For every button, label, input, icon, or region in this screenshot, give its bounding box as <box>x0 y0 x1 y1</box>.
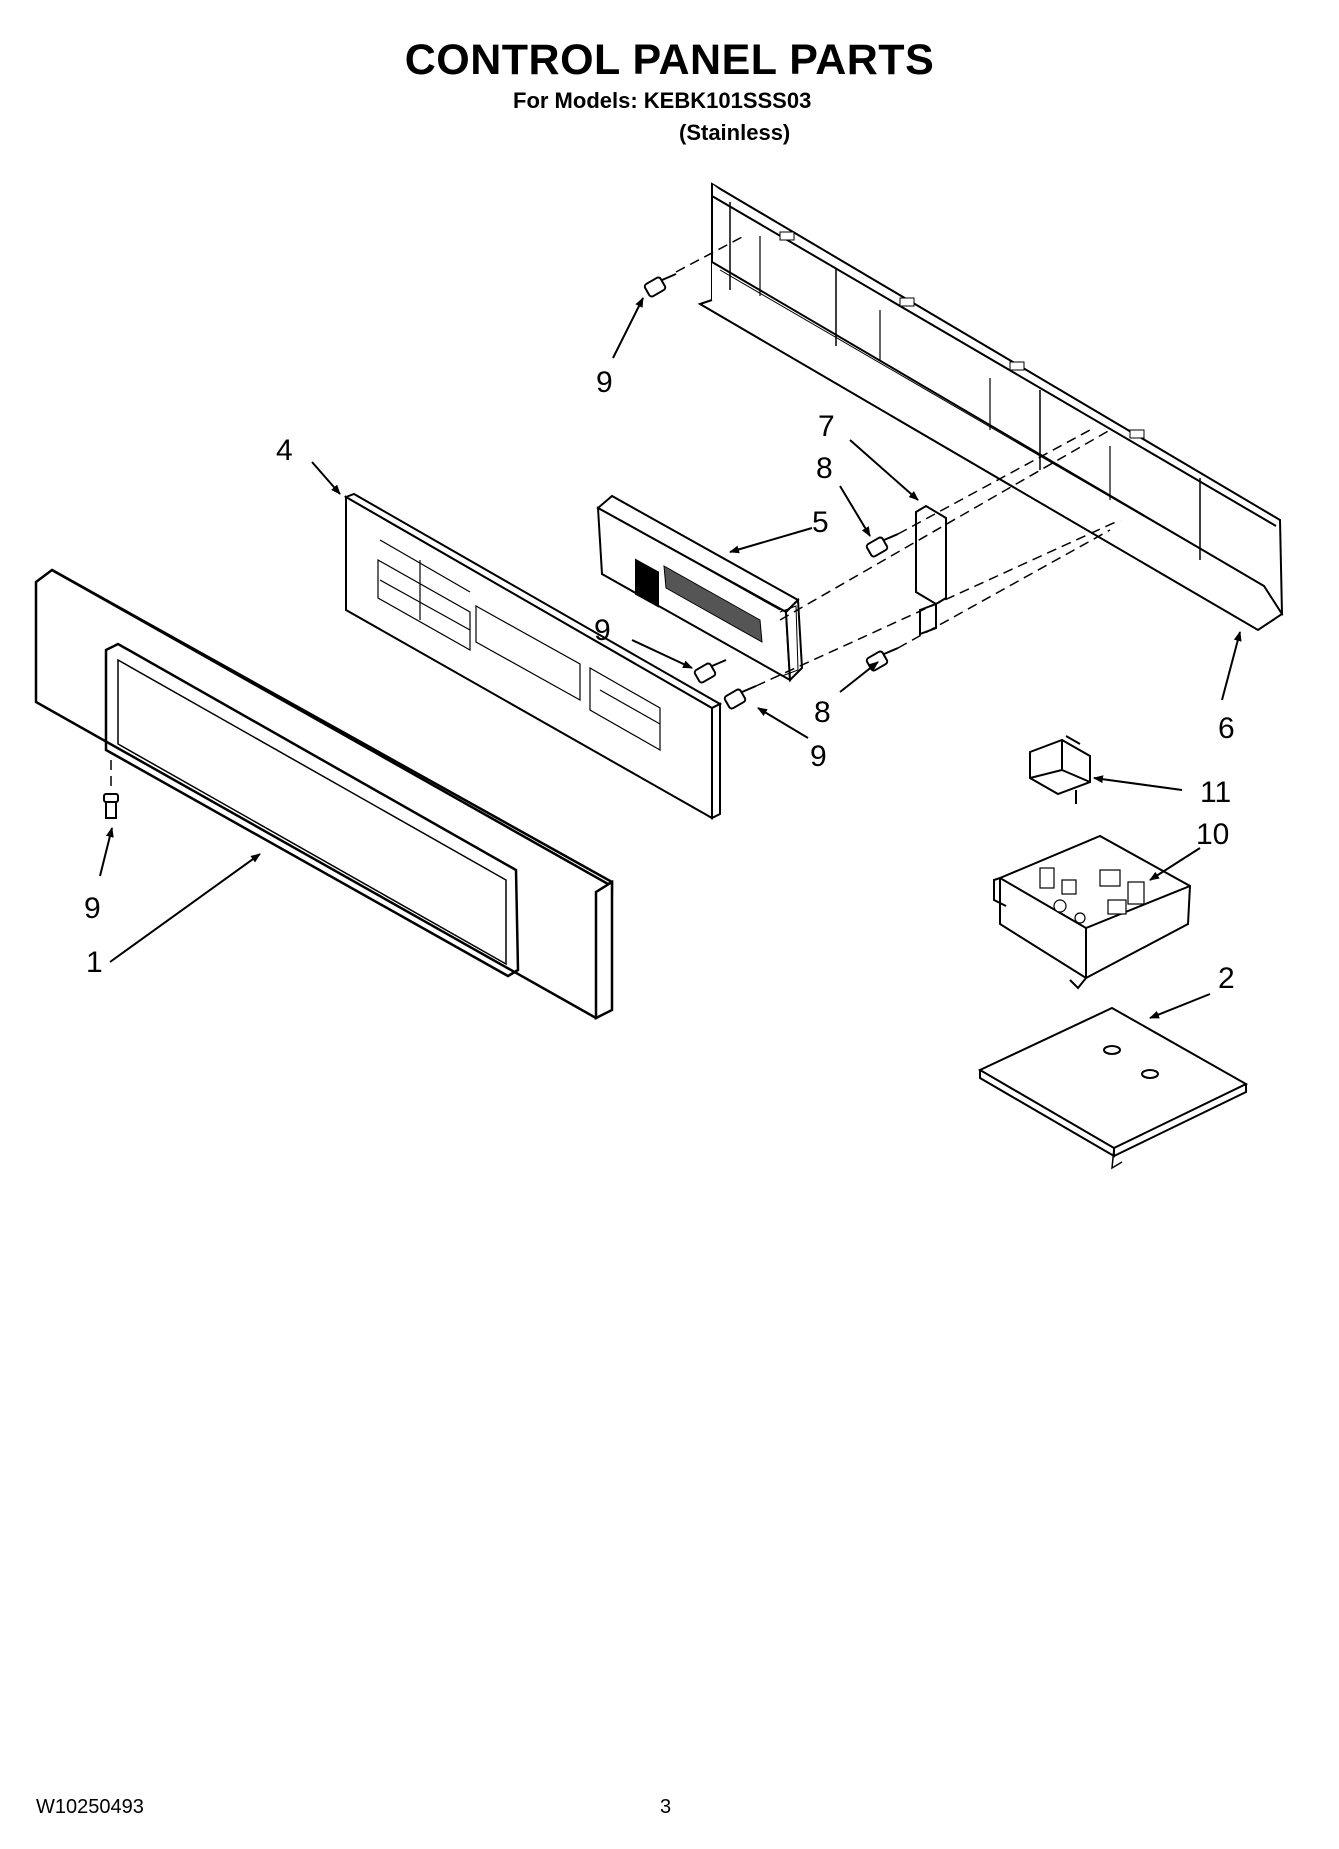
page-number: 3 <box>660 1796 672 1818</box>
screw-8-upper <box>865 533 899 558</box>
part-10-control-board <box>993 834 1192 990</box>
callout-11: 11 <box>1200 776 1231 809</box>
callout-9-mid-b: 9 <box>810 740 827 773</box>
callout-9-top: 9 <box>596 366 613 399</box>
screw-9-left <box>103 793 119 819</box>
callout-7: 7 <box>818 410 835 443</box>
callout-5: 5 <box>812 506 829 539</box>
screw-9-mid-a <box>693 659 727 684</box>
callout-8-upper: 8 <box>816 452 833 485</box>
screw-9-mid-b <box>723 685 757 710</box>
part-7-mounting-bracket <box>915 504 947 636</box>
part-11-relay <box>1029 735 1091 804</box>
callout-9-left: 9 <box>84 892 101 925</box>
callout-8-lower: 8 <box>814 696 831 729</box>
assembly-guide-lines <box>110 235 1121 792</box>
part-6-rear-bracket <box>697 182 1284 632</box>
callout-2: 2 <box>1218 962 1235 995</box>
part-1-control-panel-frame <box>34 568 614 1021</box>
callout-10: 10 <box>1196 818 1229 851</box>
page-title: CONTROL PANEL PARTS <box>404 36 935 84</box>
document-number: W10250493 <box>36 1796 144 1818</box>
callout-6: 6 <box>1218 712 1235 745</box>
models-subtitle: For Models: KEBK101SSS03 <box>513 88 812 113</box>
part-4-control-overlay <box>343 492 723 820</box>
callout-9-mid-a: 9 <box>594 614 611 647</box>
callout-1: 1 <box>86 946 103 979</box>
callout-4: 4 <box>276 434 293 467</box>
leader-arrows <box>99 297 1242 1019</box>
finish-variant: (Stainless) <box>679 120 791 145</box>
part-2-cover-plate <box>977 1006 1249 1170</box>
part-5-electronic-control <box>596 494 804 683</box>
screw-9-top <box>643 273 677 298</box>
